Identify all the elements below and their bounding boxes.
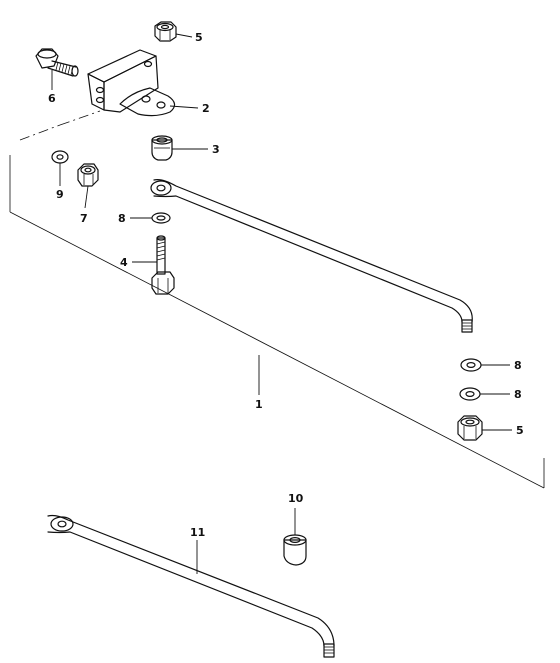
assembly-frame <box>9 110 545 489</box>
bolt-upper <box>35 48 79 77</box>
rubber-cap <box>151 135 173 161</box>
rubber-bushing <box>283 534 307 566</box>
callout-4: 4 <box>120 256 128 269</box>
tie-rod-lower <box>47 514 335 658</box>
callout-8-upper: 8 <box>118 212 126 225</box>
callout-labels: 5 6 2 3 9 7 8 4 1 8 8 5 10 11 <box>48 31 524 539</box>
washer-upper <box>151 212 171 224</box>
bolt-lower <box>151 235 175 295</box>
leader-lines <box>51 33 512 574</box>
callout-6: 6 <box>48 92 56 105</box>
callout-10: 10 <box>288 492 304 505</box>
callout-3: 3 <box>212 143 220 156</box>
washer-right-2 <box>459 387 481 401</box>
callout-11: 11 <box>190 526 205 539</box>
callout-2: 2 <box>202 102 210 115</box>
washer-right-1 <box>460 358 482 372</box>
callout-8-right-1: 8 <box>514 359 522 372</box>
tie-rod-main <box>150 179 473 333</box>
callout-9: 9 <box>56 188 64 201</box>
callout-1: 1 <box>255 398 263 411</box>
mounting-bracket <box>87 49 176 117</box>
flat-washer-left <box>51 150 69 164</box>
hex-nut-top <box>154 21 177 42</box>
callout-8-right-2: 8 <box>514 388 522 401</box>
callout-7: 7 <box>80 212 88 225</box>
callout-5-right: 5 <box>516 424 524 437</box>
hex-nut-right <box>457 415 483 441</box>
callout-5-top: 5 <box>195 31 203 44</box>
hex-nut-left <box>77 163 99 187</box>
